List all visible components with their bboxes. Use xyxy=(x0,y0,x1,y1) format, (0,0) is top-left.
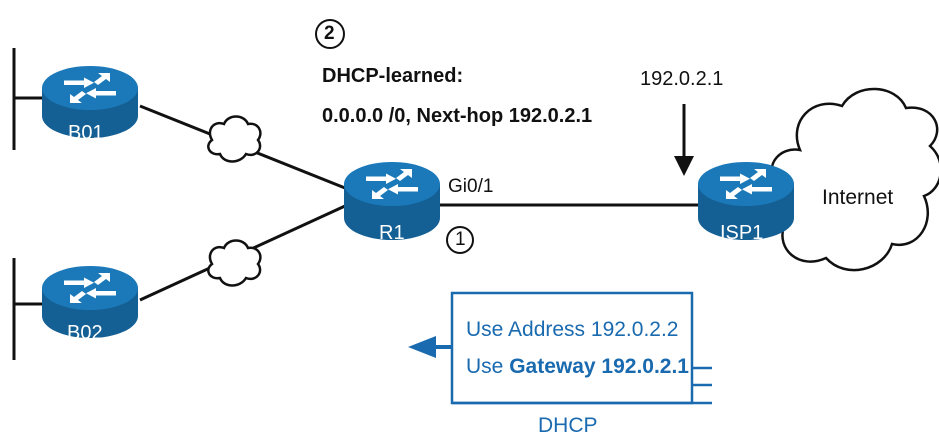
router-isp1[interactable] xyxy=(698,162,794,240)
step2-circle xyxy=(315,19,345,49)
router-r1-label: R1 xyxy=(379,222,405,244)
isp-address-arrow xyxy=(674,104,694,176)
router-r1[interactable] xyxy=(344,162,440,240)
internet-label: Internet xyxy=(822,186,894,209)
wan-cloud-top xyxy=(207,115,262,163)
router-b02[interactable] xyxy=(42,266,138,338)
dhcp-learned-route: 0.0.0.0 /0, Next-hop 192.0.2.1 xyxy=(322,105,593,127)
dhcp-caption: DHCP xyxy=(538,414,598,437)
router-b01[interactable] xyxy=(42,66,138,138)
dhcp-gateway-prefix: Use xyxy=(466,355,510,378)
dhcp-address-line: Use Address 192.0.2.2 xyxy=(466,318,679,341)
router-b01-label: B01 xyxy=(68,122,104,144)
step1-circle xyxy=(446,226,474,254)
step2-number: 2 xyxy=(324,23,335,44)
router-isp1-label: ISP1 xyxy=(720,222,764,244)
isp-address-label: 192.0.2.1 xyxy=(640,68,724,90)
dhcp-learned-title: DHCP-learned: xyxy=(322,65,464,87)
wan-cloud-bottom xyxy=(207,239,262,287)
dhcp-gateway-value: Gateway 192.0.2.1 xyxy=(509,355,689,378)
step1-number: 1 xyxy=(455,229,466,250)
router-b02-label: B02 xyxy=(67,322,103,344)
dhcp-gateway-line: Use Gateway 192.0.2.1 xyxy=(466,355,689,379)
dhcp-message xyxy=(450,291,712,405)
dhcp-direction-arrow xyxy=(408,336,452,358)
interface-label: Gi0/1 xyxy=(448,176,494,197)
